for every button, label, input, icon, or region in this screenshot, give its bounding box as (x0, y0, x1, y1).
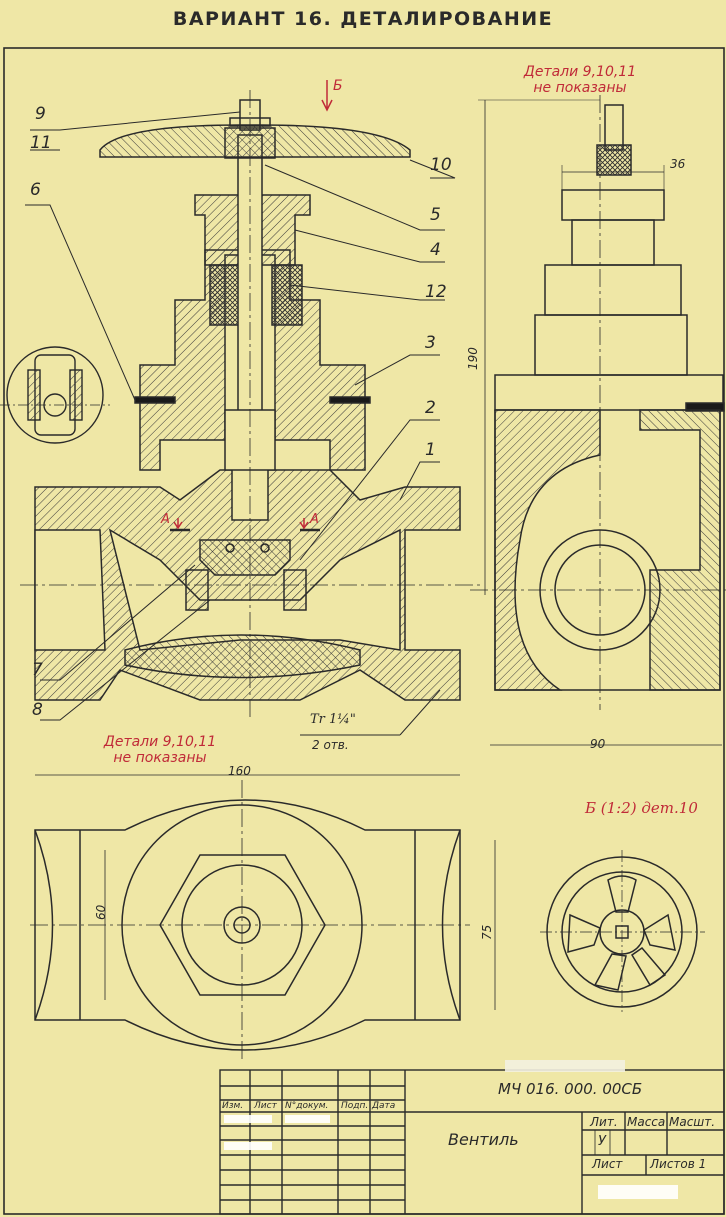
hidden-parts-note-mid: Детали 9,10,11 не показаны (90, 734, 230, 766)
part-number-8: 8 (32, 700, 43, 720)
col-sign: Подп. (341, 1101, 369, 1111)
view-arrow-label: Б (333, 78, 343, 94)
col-list: Лист (254, 1101, 277, 1111)
sheets-label: Листов 1 (650, 1157, 707, 1171)
part-number-10: 10 (430, 155, 452, 175)
col-date: Дата (372, 1101, 396, 1111)
part-number-9: 9 (35, 104, 46, 124)
erased-field (285, 1115, 330, 1123)
thread-count: 2 отв. (312, 738, 349, 752)
erased-field (224, 1115, 272, 1123)
dimension-60: 60 (94, 904, 108, 920)
col-doc: N°докум. (285, 1101, 329, 1111)
drawing-designation: МЧ 016. 000. 00СБ (498, 1080, 643, 1098)
title-block-grid (219, 1069, 725, 1215)
part-number-6: 6 (30, 180, 41, 200)
top-view (30, 774, 496, 1060)
part-number-7: 7 (32, 660, 43, 680)
part-number-5: 5 (430, 205, 441, 225)
sheet-label: Лист (592, 1157, 623, 1171)
note-line: Детали 9,10,11 (523, 64, 637, 80)
section-a-view (0, 346, 110, 444)
mass-label: Масса (627, 1115, 666, 1129)
erased-field (505, 1060, 625, 1072)
note-line: не показаны (533, 80, 627, 96)
front-section-view (20, 80, 480, 720)
part-number-12: 12 (425, 282, 447, 302)
dimension-90: 90 (590, 737, 606, 751)
drawing-name: Вентиль (448, 1130, 519, 1149)
hidden-parts-note-top: Детали 9,10,11 не показаны (505, 64, 655, 96)
part-number-4: 4 (430, 240, 441, 260)
note-line: не показаны (113, 750, 207, 766)
section-label-right: А (310, 512, 319, 527)
page-title: ВАРИАНТ 16. ДЕТАЛИРОВАНИЕ (172, 8, 554, 30)
view-b-label: Б (1:2) дет.10 (585, 799, 698, 817)
col-izm: Изм. (222, 1101, 244, 1111)
lit-label: Лит. (590, 1115, 618, 1129)
section-label-left: А (161, 512, 170, 527)
dimension-160: 160 (228, 764, 251, 778)
scale-label: Масшт. (669, 1115, 716, 1129)
dimension-36: 36 (670, 157, 686, 171)
handwheel-detail-view (540, 850, 705, 1012)
leader-lines (25, 111, 456, 736)
part-number-3: 3 (425, 333, 436, 353)
thread-dimension: Tr 1¼" (310, 712, 356, 727)
dimension-75: 75 (480, 924, 494, 940)
part-number-11: 11 (30, 133, 52, 153)
lit-value: У (598, 1134, 606, 1149)
part-number-1: 1 (425, 440, 436, 460)
dimension-190: 190 (466, 347, 480, 370)
side-view (470, 95, 726, 746)
part-number-2: 2 (425, 398, 436, 418)
erased-field (598, 1185, 678, 1199)
note-line: Детали 9,10,11 (103, 734, 217, 750)
erased-field (224, 1142, 272, 1150)
